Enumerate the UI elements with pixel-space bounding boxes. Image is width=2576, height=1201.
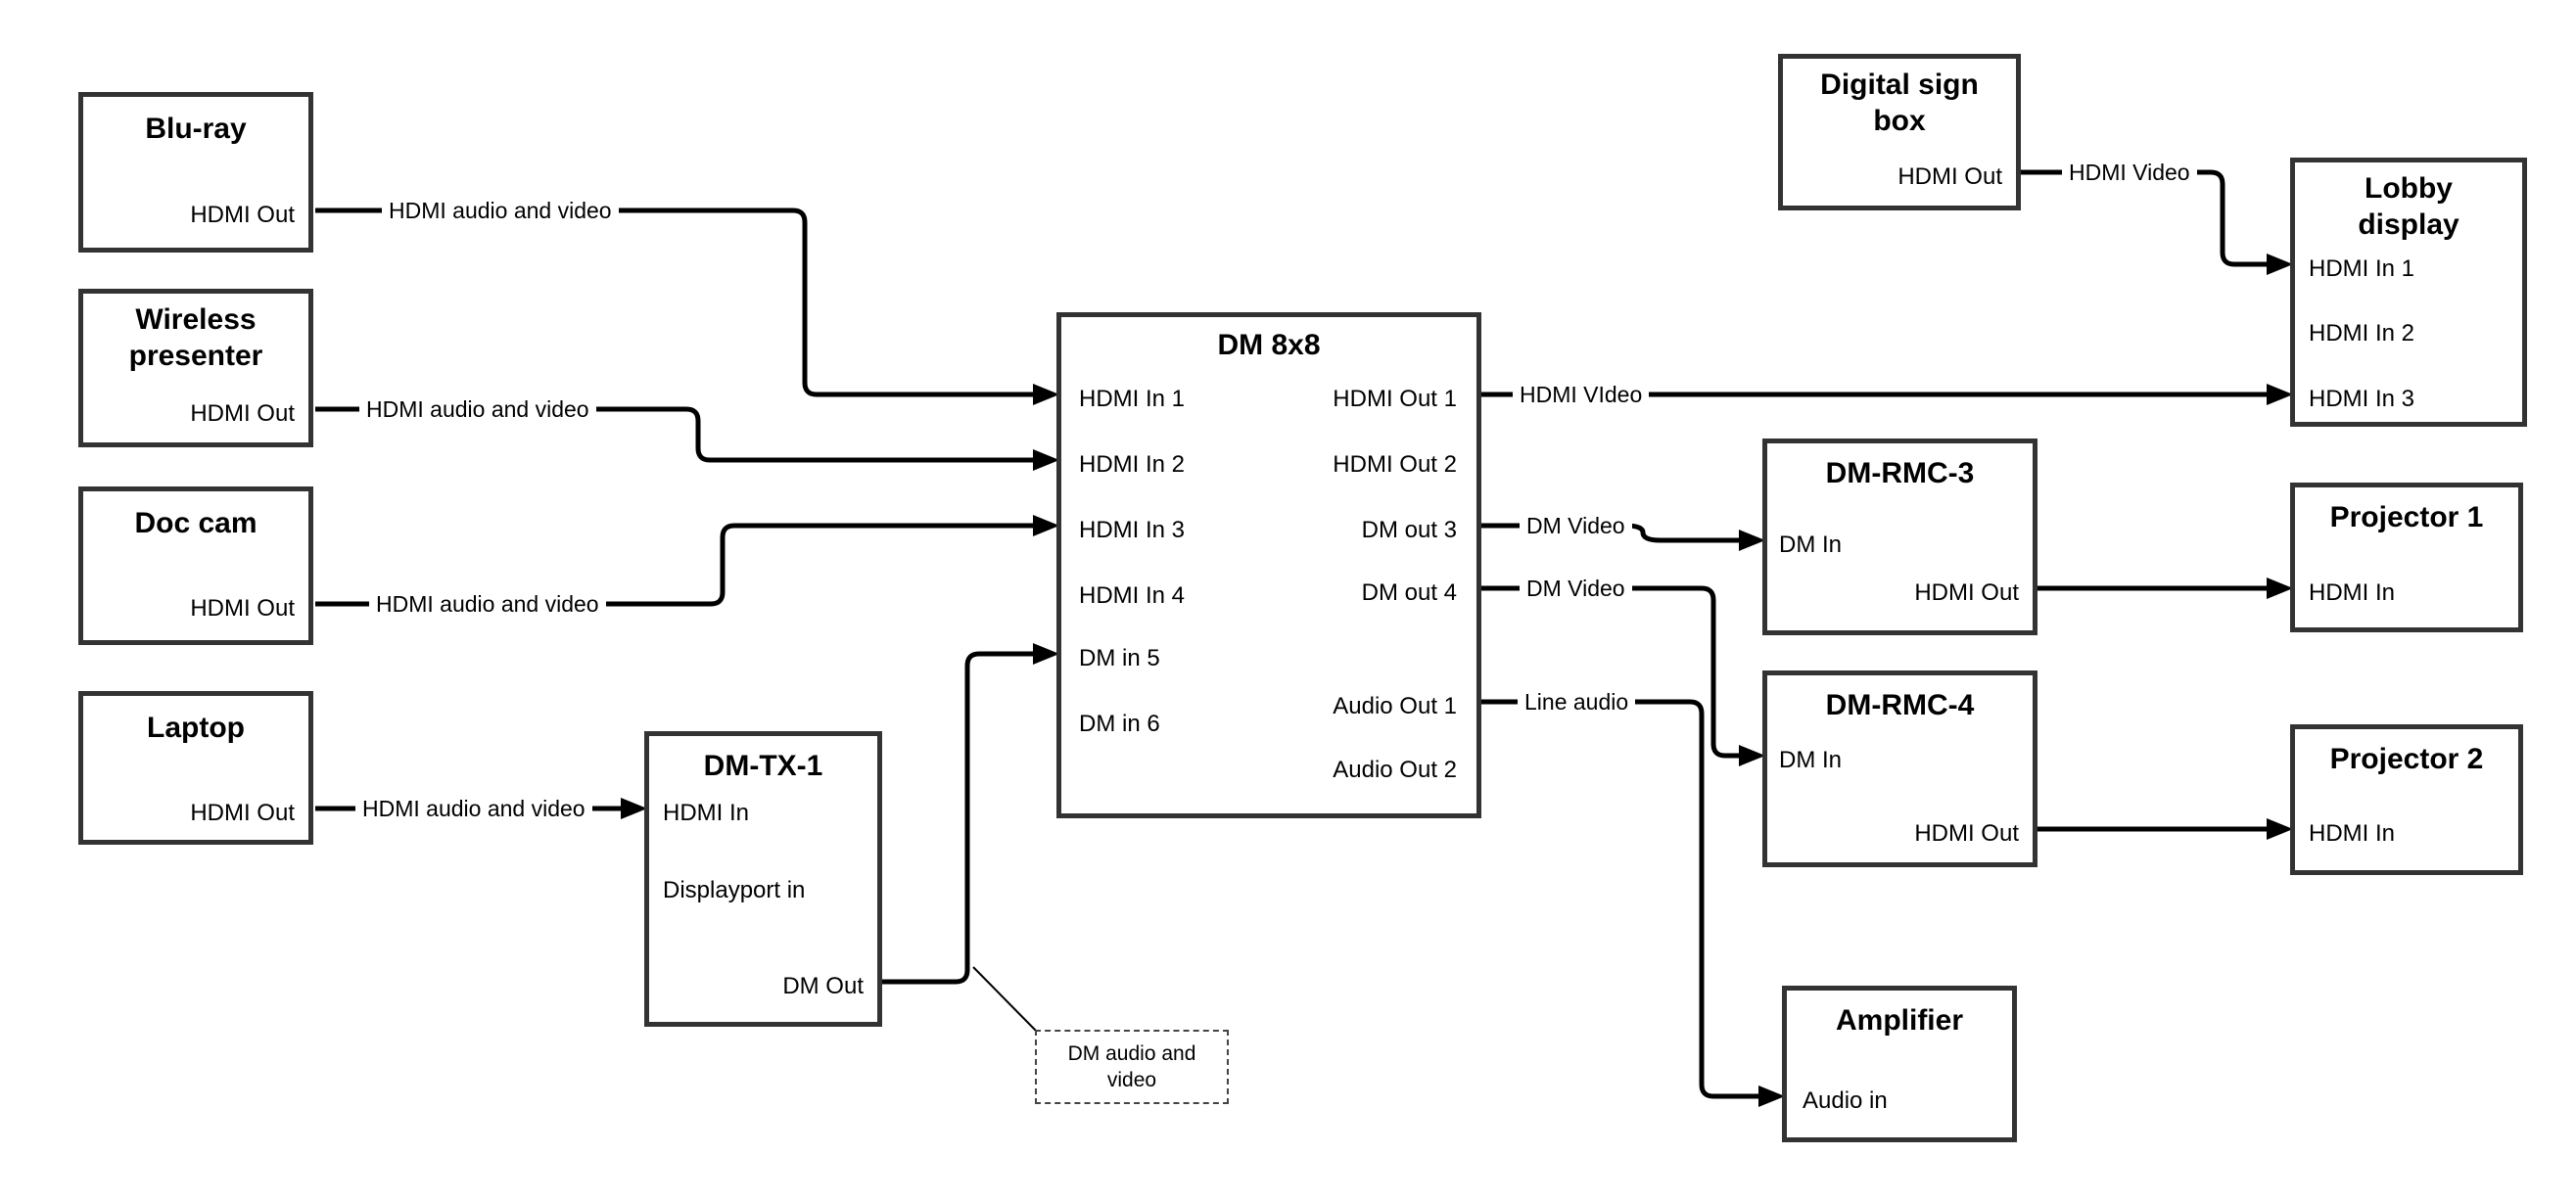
node-title: DM-TX-1 — [703, 750, 823, 782]
edge-label-hdmi-video-sign: HDMI Video — [2062, 157, 2197, 188]
node-amplifier: Amplifier Audio in — [1782, 986, 2017, 1142]
port-hdmi-in-3: HDMI In 3 — [1079, 517, 1186, 543]
port-hdmi-out: HDMI Out — [1914, 820, 2019, 847]
node-dm-rmc-4: DM-RMC-4 DM In HDMI Out — [1762, 670, 2037, 867]
port-dm-out-4: DM out 4 — [1361, 579, 1457, 606]
node-title: DM-RMC-3 — [1825, 457, 1975, 489]
edge-dmout3-to-rmc3 — [1479, 523, 1742, 543]
edge-label-dm-video-out3: DM Video — [1520, 510, 1632, 541]
edge-label-line-audio: Line audio — [1518, 686, 1636, 717]
arrow-amp-audioin — [1758, 1086, 1785, 1107]
node-title: Projector 1 — [2329, 501, 2484, 533]
edge-label-laptop: HDMI audio and video — [355, 793, 592, 824]
edge-dmtx1-to-dm8x8-in5 — [880, 651, 1036, 985]
arrow-lobby-in1 — [2267, 254, 2293, 275]
edge-label-doccam: HDMI audio and video — [369, 588, 606, 620]
port-hdmi-out: HDMI Out — [190, 400, 295, 427]
edge-label-wireless: HDMI audio and video — [359, 393, 596, 425]
callout-text: DM audio and video — [1067, 1042, 1196, 1091]
port-hdmi-out-2: HDMI Out 2 — [1333, 451, 1457, 478]
port-hdmi-out-1: HDMI Out 1 — [1333, 386, 1457, 412]
callout-dm-audio-video: DM audio and video — [1035, 1030, 1229, 1104]
arrow-projector2-in — [2267, 818, 2293, 840]
port-dm-out-3: DM out 3 — [1361, 517, 1457, 543]
port-hdmi-in-3: HDMI In 3 — [2309, 386, 2415, 412]
node-projector-1: Projector 1 HDMI In — [2290, 483, 2523, 632]
edge-digitalsign-to-lobby-in1 — [2019, 169, 2270, 267]
port-dm-in-5: DM in 5 — [1079, 645, 1160, 671]
arrow-dm8x8-in5 — [1033, 643, 1059, 665]
port-hdmi-in: HDMI In — [2309, 579, 2396, 606]
port-hdmi-out: HDMI Out — [190, 800, 295, 826]
arrow-rmc3-dmin — [1739, 530, 1765, 551]
port-hdmi-out: HDMI Out — [190, 595, 295, 622]
port-dm-in: DM In — [1779, 747, 1843, 773]
node-title: DM-RMC-4 — [1825, 689, 1975, 721]
port-dm-in-6: DM in 6 — [1079, 711, 1160, 737]
node-title: DM 8x8 — [1217, 329, 1321, 361]
edge-label-dm-video-out4: DM Video — [1520, 573, 1632, 604]
edge-label-bluray: HDMI audio and video — [382, 195, 619, 226]
port-hdmi-out: HDMI Out — [1897, 163, 2002, 190]
node-laptop: Laptop HDMI Out — [78, 691, 313, 845]
port-displayport-in: Displayport in — [663, 877, 806, 903]
node-title: Projector 2 — [2329, 743, 2484, 775]
port-audio-out-2: Audio Out 2 — [1333, 757, 1457, 783]
node-title: Doc cam — [134, 507, 258, 539]
node-title: Blu-ray — [145, 113, 247, 145]
node-dm-rmc-3: DM-RMC-3 DM In HDMI Out — [1762, 439, 2037, 635]
edge-audioout1-to-amplifier — [1479, 699, 1761, 1099]
arrow-dmtx1-in — [621, 798, 647, 819]
port-hdmi-in-1: HDMI In 1 — [1079, 386, 1186, 412]
arrow-rmc4-dmin — [1739, 745, 1765, 766]
node-bluray: Blu-ray HDMI Out — [78, 92, 313, 253]
edge-doccam-to-dm8x8-in3 — [315, 523, 1036, 607]
arrow-projector1-in — [2267, 577, 2293, 599]
port-hdmi-in-2: HDMI In 2 — [2309, 320, 2415, 346]
node-doc-cam: Doc cam HDMI Out — [78, 486, 313, 645]
arrow-dm8x8-in3 — [1033, 515, 1059, 536]
edge-bluray-to-dm8x8-in1 — [315, 208, 1036, 397]
port-hdmi-in-2: HDMI In 2 — [1079, 451, 1186, 478]
arrowheads — [621, 254, 2293, 1107]
arrow-dm8x8-in2 — [1033, 449, 1059, 471]
port-hdmi-in-4: HDMI In 4 — [1079, 582, 1186, 609]
port-hdmi-in: HDMI In — [2309, 820, 2396, 847]
edge-dmout4-to-rmc4 — [1479, 585, 1742, 759]
callout-leader-line — [972, 966, 1038, 1033]
edge-label-hdmi-video-out1: HDMI VIdeo — [1513, 379, 1650, 410]
port-dm-in: DM In — [1779, 531, 1843, 558]
port-dm-out: DM Out — [782, 973, 864, 999]
port-hdmi-out: HDMI Out — [190, 202, 295, 228]
edge-wireless-to-dm8x8-in2 — [315, 406, 1036, 463]
arrow-lobby-in3 — [2267, 384, 2293, 405]
port-hdmi-in: HDMI In — [663, 800, 750, 826]
arrow-dm8x8-in1 — [1033, 384, 1059, 405]
node-dm-8x8: DM 8x8 HDMI In 1 HDMI In 2 HDMI In 3 HDM… — [1056, 312, 1481, 818]
port-hdmi-in-1: HDMI In 1 — [2309, 255, 2415, 282]
port-audio-out-1: Audio Out 1 — [1333, 693, 1457, 719]
port-audio-in: Audio in — [1803, 1087, 1888, 1114]
node-dm-tx-1: DM-TX-1 HDMI In Displayport in DM Out — [644, 731, 882, 1027]
node-projector-2: Projector 2 HDMI In — [2290, 724, 2523, 875]
port-hdmi-out: HDMI Out — [1914, 579, 2019, 606]
node-title: Amplifier — [1835, 1004, 1964, 1037]
node-title: Laptop — [147, 712, 245, 744]
